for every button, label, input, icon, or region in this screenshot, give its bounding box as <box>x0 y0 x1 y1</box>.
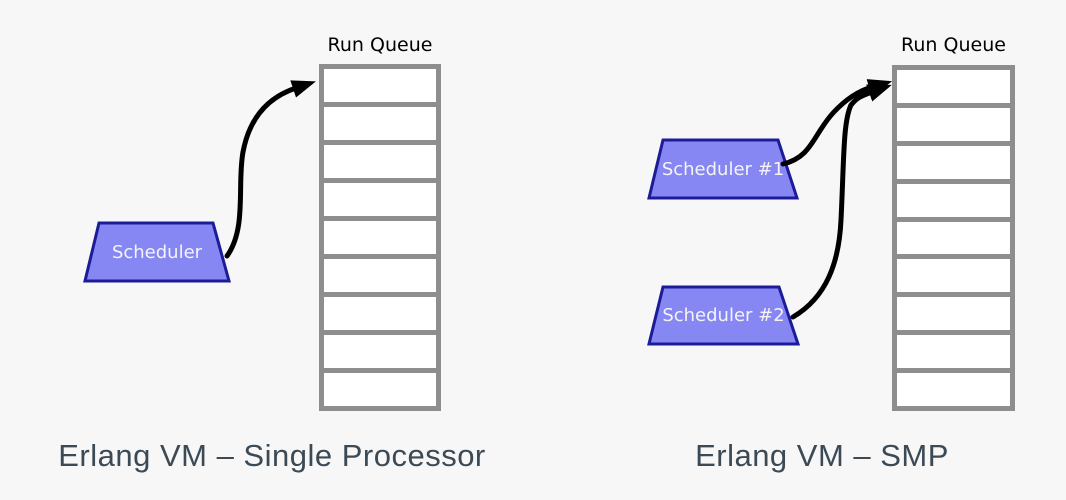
caption-single-processor: Erlang VM – Single Processor <box>58 438 486 473</box>
queue-cell <box>897 297 1010 331</box>
queue-cell <box>324 145 436 178</box>
arrow-scheduler2-to-queue <box>790 84 892 320</box>
queue-cell <box>324 297 436 330</box>
queue-cell <box>897 335 1010 369</box>
arrow-scheduler1-to-queue <box>780 79 893 167</box>
run-queue-label-right: Run Queue <box>901 34 1006 56</box>
run-queue-label-left: Run Queue <box>327 34 433 56</box>
queue-cell <box>324 221 436 254</box>
queue-cell <box>897 259 1010 293</box>
queue-cell <box>324 183 436 216</box>
queue-cell <box>897 373 1010 407</box>
queue-cell <box>897 145 1010 179</box>
queue-cell <box>324 107 436 140</box>
queue-cell <box>897 107 1010 141</box>
scheduler1-trapezoid-smp <box>647 138 800 200</box>
arrow-scheduler-to-queue <box>224 80 316 259</box>
scheduler-trapezoid-single <box>83 221 231 283</box>
queue-cell <box>324 335 436 368</box>
queue-cell <box>897 183 1010 217</box>
caption-smp: Erlang VM – SMP <box>695 438 949 473</box>
run-queue-left <box>319 64 441 411</box>
queue-cell <box>897 221 1010 255</box>
queue-cell <box>897 70 1010 103</box>
queue-cell <box>324 69 436 102</box>
queue-cell <box>324 259 436 292</box>
run-queue-right <box>892 65 1015 411</box>
scheduler2-trapezoid-smp <box>647 285 801 346</box>
queue-cell <box>324 373 436 406</box>
